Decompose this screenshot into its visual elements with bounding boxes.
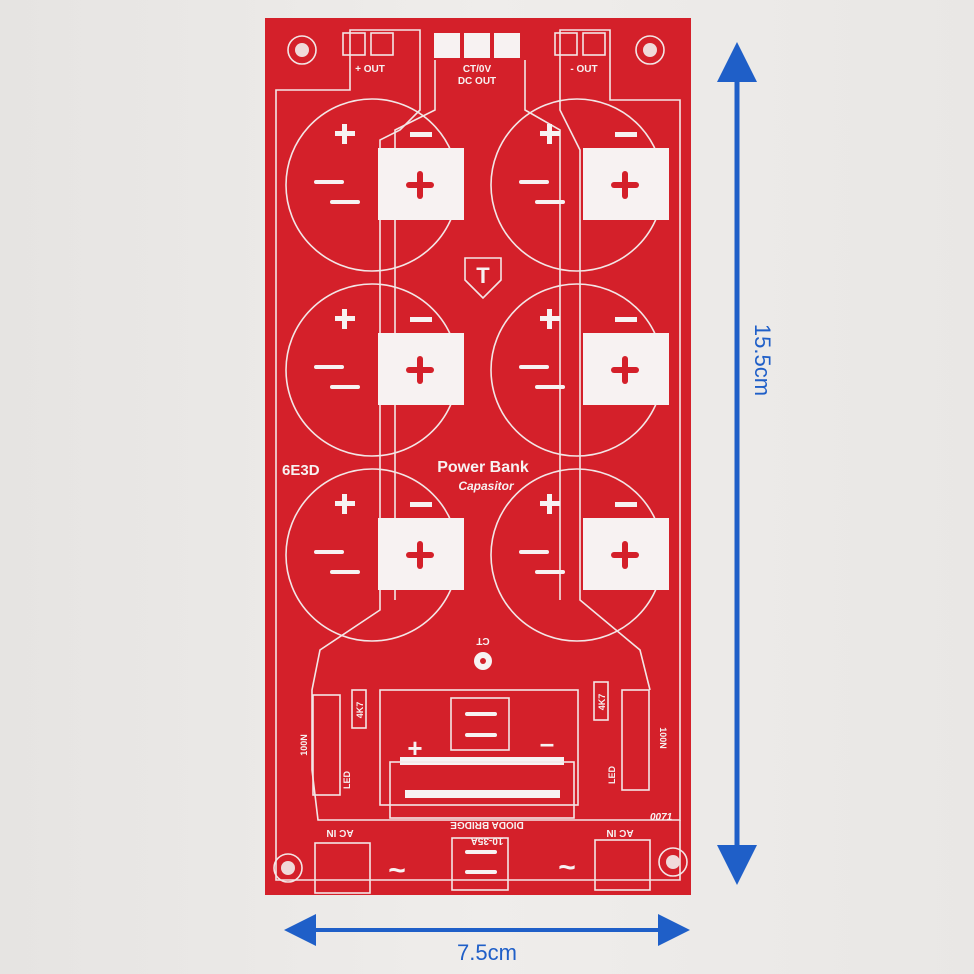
minus-out-label: - OUT bbox=[570, 64, 597, 75]
ac-symbol-left: ~ bbox=[388, 854, 406, 887]
capacitor-footprint bbox=[490, 468, 669, 642]
svg-text:T: T bbox=[476, 263, 490, 288]
ac-symbol-right: ~ bbox=[558, 851, 576, 884]
ct-testpoint-label: CT bbox=[476, 635, 489, 646]
svg-text:LED: LED bbox=[607, 765, 617, 784]
bridge-label: DIODA BRIDGE bbox=[450, 819, 524, 830]
mounting-hole bbox=[658, 847, 688, 877]
capacitor-footprint bbox=[490, 283, 669, 457]
subtitle-label: Capasitor bbox=[458, 479, 515, 493]
left-indicator-circuit: 4K7 100N LED bbox=[299, 689, 367, 796]
svg-text:LED: LED bbox=[342, 770, 352, 789]
bridge-rating: 10-35A bbox=[471, 835, 504, 846]
capacitor-footprint bbox=[285, 283, 464, 457]
svg-text:100N: 100N bbox=[658, 727, 668, 749]
ct-label: CT/0V bbox=[463, 64, 492, 75]
svg-text:4K7: 4K7 bbox=[597, 694, 607, 711]
mounting-hole bbox=[273, 853, 303, 883]
ac-in-label-right: AC IN bbox=[606, 827, 633, 838]
mounting-hole bbox=[287, 35, 317, 65]
dc-out-label: DC OUT bbox=[458, 76, 496, 87]
serial-label: 0071 bbox=[650, 812, 673, 823]
plus-out-label: + OUT bbox=[355, 64, 385, 75]
svg-text:4K7: 4K7 bbox=[355, 702, 365, 719]
capacitor-footprint bbox=[490, 98, 669, 272]
capacitor-footprint bbox=[285, 98, 464, 272]
svg-text:100N: 100N bbox=[299, 734, 309, 756]
model-label: 6E3D bbox=[282, 462, 320, 479]
bridge-plus: + bbox=[407, 733, 422, 763]
bridge-minus: – bbox=[540, 728, 554, 758]
mounting-hole bbox=[635, 35, 665, 65]
height-label: 15.5cm bbox=[750, 324, 775, 396]
width-label: 7.5cm bbox=[457, 940, 517, 965]
brand-logo: T bbox=[464, 257, 502, 300]
capacitor-footprint bbox=[285, 468, 464, 642]
ac-in-label-left: AC IN bbox=[326, 827, 353, 838]
right-indicator-circuit: 4K7 100N LED bbox=[593, 681, 668, 791]
title-label: Power Bank bbox=[437, 459, 529, 476]
